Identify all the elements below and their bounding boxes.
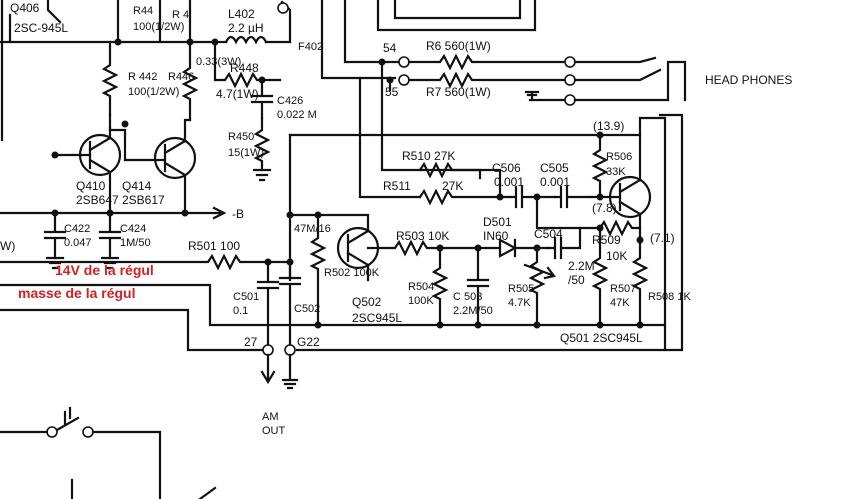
label-w: W): [0, 239, 15, 253]
label-r442-value: 100(1/2W): [128, 86, 179, 98]
label-r505: R505: [508, 283, 534, 295]
label-c424-value: 1M/50: [120, 237, 151, 249]
label-r504: R504: [408, 281, 434, 293]
label-r510: R510 27K: [402, 149, 455, 163]
label-c505-value: 0.001: [540, 175, 570, 189]
label-c502: C502: [294, 303, 320, 315]
label-q502: Q502: [352, 295, 382, 309]
label-r509: R509: [592, 233, 621, 247]
label-am: AM: [262, 411, 279, 423]
label-minus-b: -B: [232, 207, 244, 221]
label-r448-value: 4.7(1W): [216, 87, 259, 101]
amp-stage: [0, 113, 684, 390]
label-r446: R446: [168, 71, 194, 83]
label-pot: 2.2M: [568, 259, 595, 273]
label-c501: C501: [233, 291, 259, 303]
label-voltage-7-1: (7.1): [650, 231, 675, 245]
label-r6: R6 560(1W): [426, 39, 491, 53]
label-voltage-13-9: (13.9): [593, 119, 624, 133]
label-c503-value: 2.2M/50: [453, 305, 493, 317]
label-c501-value: 0.1: [233, 305, 248, 317]
label-c506-value: 0.001: [494, 175, 524, 189]
label-c424: C424: [120, 223, 146, 235]
label-r508: R508 1K: [648, 291, 691, 303]
label-q501: Q501 2SC945L: [560, 331, 643, 345]
label-r442: R 442: [128, 71, 157, 83]
label-r503: R503 10K: [396, 229, 449, 243]
label-c422-value: 0.047: [64, 237, 92, 249]
label-c503: C 503: [453, 291, 482, 303]
label-q414-type: 2SB617: [122, 193, 165, 207]
label-q414: Q414: [122, 179, 152, 193]
label-r448: R448: [230, 61, 259, 75]
label-r450: R450: [228, 131, 254, 143]
component-labels: Q406 2SC-945L R44 100(1/2W) R 4 L402 2.2…: [0, 1, 792, 437]
label-c426: C426: [277, 95, 303, 107]
label-q502-type: 2SC945L: [352, 311, 402, 325]
driver-resistors: [101, 40, 282, 182]
label-node-55: 55: [385, 85, 399, 99]
label-r507: R507: [610, 283, 636, 295]
label-r44: R44: [133, 5, 153, 17]
label-node-27: 27: [244, 335, 258, 349]
label-r446-value: 0.33(3W): [196, 56, 241, 68]
label-r504-value: 100K: [408, 295, 434, 307]
label-c422: C422: [64, 223, 90, 235]
label-l402: L402: [228, 7, 255, 21]
label-node-54: 54: [383, 41, 397, 55]
bottom-switch: [0, 406, 217, 499]
label-c502-value: 47M/16: [294, 223, 331, 235]
label-q406: Q406: [10, 1, 40, 15]
label-voltage-7-8: (7.8): [592, 201, 617, 215]
headphone-output: [358, 53, 687, 199]
label-c426-value: 0.022 M: [277, 109, 317, 121]
label-r502: R502 100K: [324, 267, 380, 279]
label-r450-value: 15(1W): [228, 147, 264, 159]
label-r506-value: 33K: [606, 166, 626, 178]
label-r506: R506: [606, 151, 632, 163]
label-d501-type: IN60: [483, 229, 509, 243]
label-node-g22: G22: [297, 335, 320, 349]
label-r44-value: 100(1/2W): [133, 21, 184, 33]
label-c506: C506: [492, 161, 521, 175]
label-c505: C505: [540, 161, 569, 175]
driver-transistors: [0, 113, 227, 270]
label-r505-value: 4.7K: [508, 297, 531, 309]
label-r7: R7 560(1W): [426, 85, 491, 99]
label-r4: R 4: [172, 9, 189, 21]
label-d501: D501: [483, 215, 512, 229]
label-c504: C504: [534, 227, 563, 241]
user-annotations: 14V de la régul masse de la régul: [18, 262, 154, 301]
label-sc945-top: 2SC-945L: [14, 21, 68, 35]
label-q410: Q410: [76, 179, 106, 193]
label-l402-value: 2.2 µH: [228, 21, 264, 35]
label-pot-2: /50: [568, 273, 585, 287]
top-section: [0, 0, 537, 142]
annotation-regul-ground: masse de la régul: [18, 285, 136, 301]
label-r511: R511: [383, 179, 411, 193]
label-headphones: HEAD PHONES: [705, 73, 792, 87]
label-q410-type: 2SB647: [76, 193, 119, 207]
label-out: OUT: [262, 425, 286, 437]
annotation-regul-14v: 14V de la régul: [55, 262, 154, 278]
label-r501: R501 100: [188, 239, 240, 253]
label-r509-value: 10K: [606, 249, 627, 263]
label-r511-value: 27K: [442, 179, 463, 193]
label-f402: F402: [298, 41, 323, 53]
label-r507-value: 47K: [610, 297, 630, 309]
